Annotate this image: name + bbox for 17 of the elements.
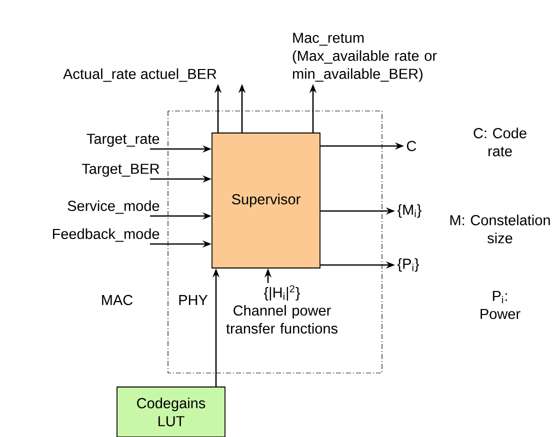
output-label: {M$_{i}$} (397, 204, 422, 218)
output-label: Actual_rate actuel_BER (63, 68, 216, 82)
input-label: {|H$_{i}$|$^{2}$} Channel power transfer functions (226, 285, 338, 334)
input-label: Target_rate (86, 134, 160, 147)
supervisor-box: Supervisor (212, 132, 320, 268)
region-label: PHY (179, 295, 208, 305)
region-label: MAC (102, 294, 133, 306)
legend-note: C: Code rate (474, 128, 526, 156)
input-label: Service_mode (68, 200, 160, 214)
output-label: C (406, 140, 416, 152)
lookup-table-box: Codegains LUT (116, 386, 226, 437)
legend-note: M: Constelation size (450, 214, 550, 244)
output-label: Mac_retum (Max_available rate or min_available_BER) (292, 32, 437, 82)
input-label: Feedback_mode (52, 228, 160, 242)
output-label: {P$_{i}$} (397, 258, 420, 272)
input-label: Target_BER (82, 164, 160, 177)
legend-note: P$_{i}$: Power (480, 290, 520, 320)
